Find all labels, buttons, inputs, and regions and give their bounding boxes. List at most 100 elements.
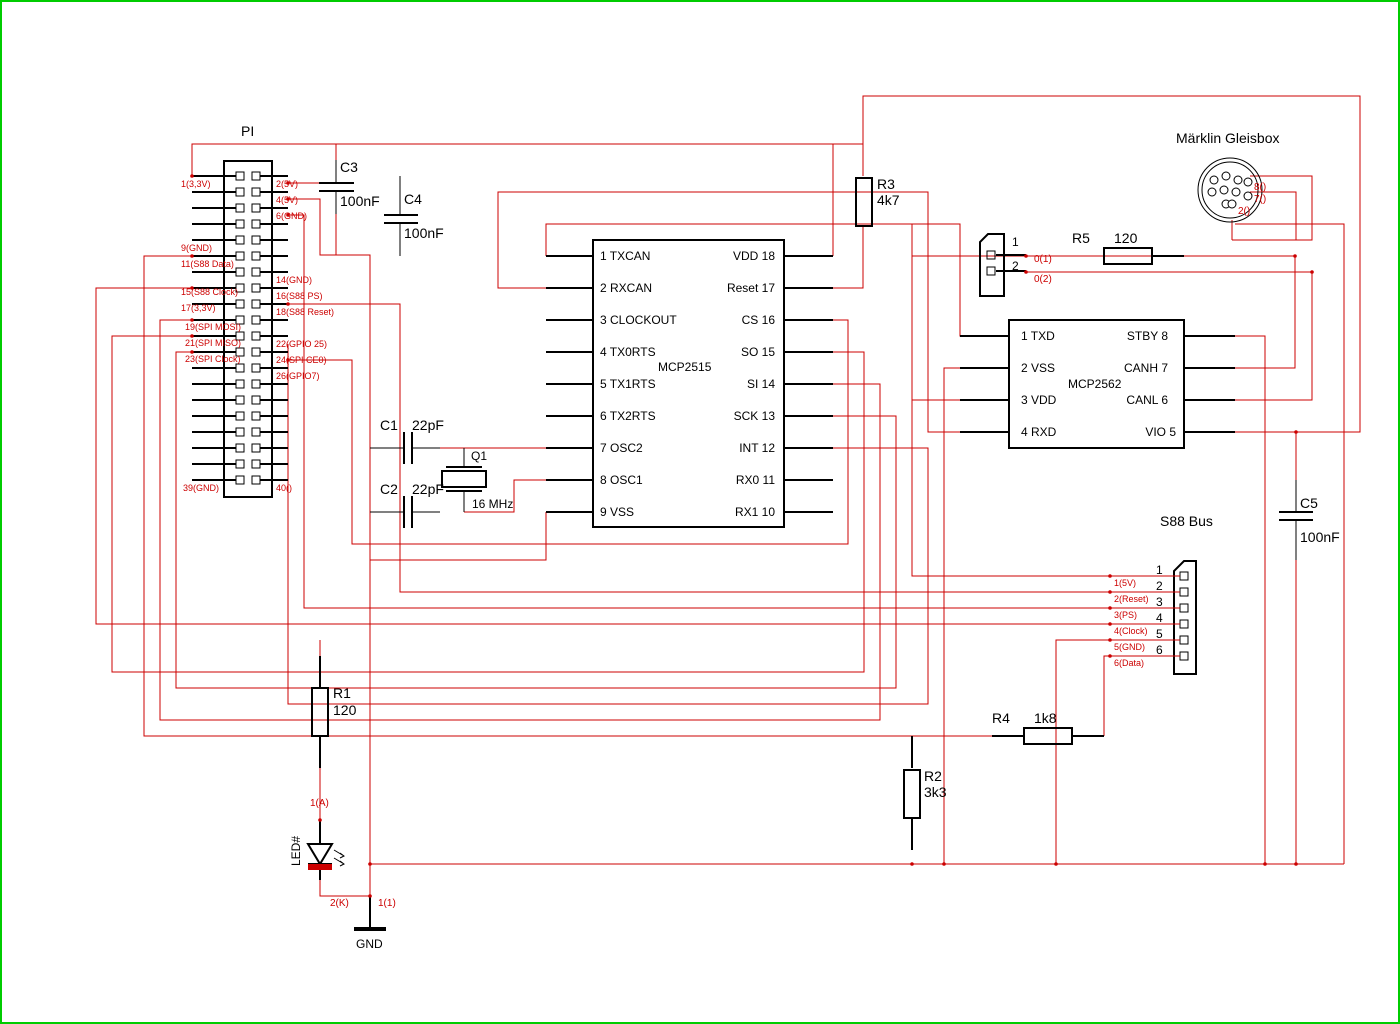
mcp2562-pin: CANL 6	[1126, 393, 1168, 407]
pi-pad	[235, 267, 245, 277]
pi-pad	[235, 187, 245, 197]
pi-pin-label: 39(GND)	[183, 483, 219, 493]
mcp2515-pin: SCK 13	[734, 409, 776, 423]
mcp2562-pin: STBY 8	[1127, 329, 1168, 343]
r1-value: 120	[333, 702, 357, 718]
pi-pad	[235, 363, 245, 373]
junction-dot	[1108, 622, 1112, 626]
din-hole	[1227, 199, 1237, 209]
junction-dot	[286, 197, 290, 201]
s88-pin-number: 5	[1156, 627, 1163, 641]
mcp2515-pin: 6 TX2RTS	[600, 409, 656, 423]
mcp2515-right-labels: VDD 18 Reset 17 CS 16 SO 15 SI 14 SCK 13…	[727, 249, 775, 519]
junction-dot	[190, 254, 194, 258]
junction-dot	[1294, 862, 1298, 866]
mcp2515-pin: 4 TX0RTS	[600, 345, 656, 359]
gleisbox-title: Märklin Gleisbox	[1176, 130, 1279, 146]
pi-pad	[251, 283, 261, 293]
r5-value: 120	[1114, 230, 1138, 246]
mcp2515-pin: Reset 17	[727, 281, 775, 295]
pi-pad	[235, 427, 245, 437]
mcp2515-pin: 5 TX1RTS	[600, 377, 656, 391]
pi-pad	[235, 283, 245, 293]
pi-pin-label: 23(SPI Clock)	[185, 354, 241, 364]
r2-value: 3k3	[924, 784, 947, 800]
s88-pin-number: 3	[1156, 595, 1163, 609]
r2-name: R2	[924, 768, 942, 784]
s88-pin-number: 4	[1156, 611, 1163, 625]
pi-pin-label: 40()	[276, 483, 292, 493]
mcp2562-pin: CANH 7	[1124, 361, 1168, 375]
mcp2515-leads	[546, 255, 833, 513]
s88-pin-label: 5(GND)	[1114, 642, 1145, 652]
pi-pad	[251, 235, 261, 245]
junction-dot	[1024, 270, 1028, 274]
pi-pin-label: 24(SPI CE0)	[276, 355, 327, 365]
c4-value: 100nF	[404, 225, 444, 241]
junction-dot	[1263, 862, 1267, 866]
din-hole	[1221, 171, 1231, 181]
pi-pad	[235, 203, 245, 213]
mcp2515-pin: SO 15	[741, 345, 775, 359]
pi-pin-label: 19(SPI MOSI)	[185, 322, 241, 332]
resistor-r4: R4 1k8	[992, 710, 1104, 745]
mcp2562-body	[1008, 319, 1185, 449]
junction-dot	[1108, 638, 1112, 642]
junction-dot	[1294, 430, 1298, 434]
din-hole	[1219, 185, 1229, 195]
mcp2515-pin: 9 VSS	[600, 505, 634, 519]
pi-header: PI 1(3,3V) 9(GND) 11(S88 Data) 15(S88 Cl…	[181, 123, 334, 498]
s88-numbers: 1 2 3 4 5 6	[1156, 563, 1163, 657]
c3-name: C3	[340, 159, 358, 175]
s88-pin-number: 2	[1156, 579, 1163, 593]
junction-dot	[286, 358, 290, 362]
ic-mcp2515: MCP2515 1 TXCAN 2 RXCAN 3 CLOCKOUT 4 TX0…	[546, 239, 833, 528]
pi-pin-label: 15(S88 Clock)	[181, 287, 238, 297]
s88-pin-label: 2(Reset)	[1114, 594, 1149, 604]
s88-labels: 1(5V) 2(Reset) 3(PS) 4(Clock) 5(GND) 6(D…	[1114, 578, 1149, 668]
resistor-r3: R3 4k7	[855, 176, 900, 227]
term-label-1: 0(1)	[1034, 254, 1052, 265]
led-cathode-bar	[308, 864, 332, 870]
pi-pin-label: 16(S88 PS)	[276, 291, 323, 301]
capacitor-c5: C5 100nF	[1279, 480, 1340, 560]
pi-pad	[235, 299, 245, 309]
pi-pad	[235, 251, 245, 261]
mcp2562-pin: 2 VSS	[1021, 361, 1055, 375]
junction-dot	[942, 862, 946, 866]
mcp2515-pin: 3 CLOCKOUT	[600, 313, 677, 327]
capacitor-c2: C2 22pF	[370, 481, 444, 528]
junction-dot	[190, 350, 194, 354]
s88-pin-number: 1	[1156, 563, 1163, 577]
mcp2515-pin: 8 OSC1	[600, 473, 643, 487]
ground-symbol: GND 1(1)	[354, 896, 396, 951]
s88-pad	[1179, 635, 1189, 645]
mcp2562-pin: 4 RXD	[1021, 425, 1057, 439]
s88-pad	[1179, 603, 1189, 613]
pi-pad	[235, 315, 245, 325]
r4-name: R4	[992, 710, 1010, 726]
pi-pad	[235, 395, 245, 405]
mcp2562-pin: 1 TXD	[1021, 329, 1055, 343]
junction-dot	[1293, 254, 1297, 258]
junction-dot	[190, 286, 194, 290]
term-pin-1: 1	[1012, 235, 1019, 249]
pi-pad	[251, 475, 261, 485]
pi-pad	[235, 443, 245, 453]
resistor-r2: R2 3k3	[903, 736, 947, 850]
s88-pad	[1179, 571, 1189, 581]
junction-dot	[1108, 654, 1112, 658]
pi-title: PI	[241, 123, 254, 139]
gnd-pin-label: 1(1)	[378, 898, 396, 909]
c5-value: 100nF	[1300, 529, 1340, 545]
din-hole	[1233, 175, 1243, 185]
pi-pin-label: 6(GND)	[276, 211, 307, 221]
din-hole	[1207, 187, 1217, 197]
pi-pad	[251, 331, 261, 341]
junction-dot	[368, 894, 372, 898]
gleisbox-connector: Märklin Gleisbox 8() 7() 2()	[1176, 130, 1279, 223]
resistor-r5: R5 120	[1072, 230, 1184, 265]
pi-pin-label: 17(3,3V)	[181, 303, 216, 313]
